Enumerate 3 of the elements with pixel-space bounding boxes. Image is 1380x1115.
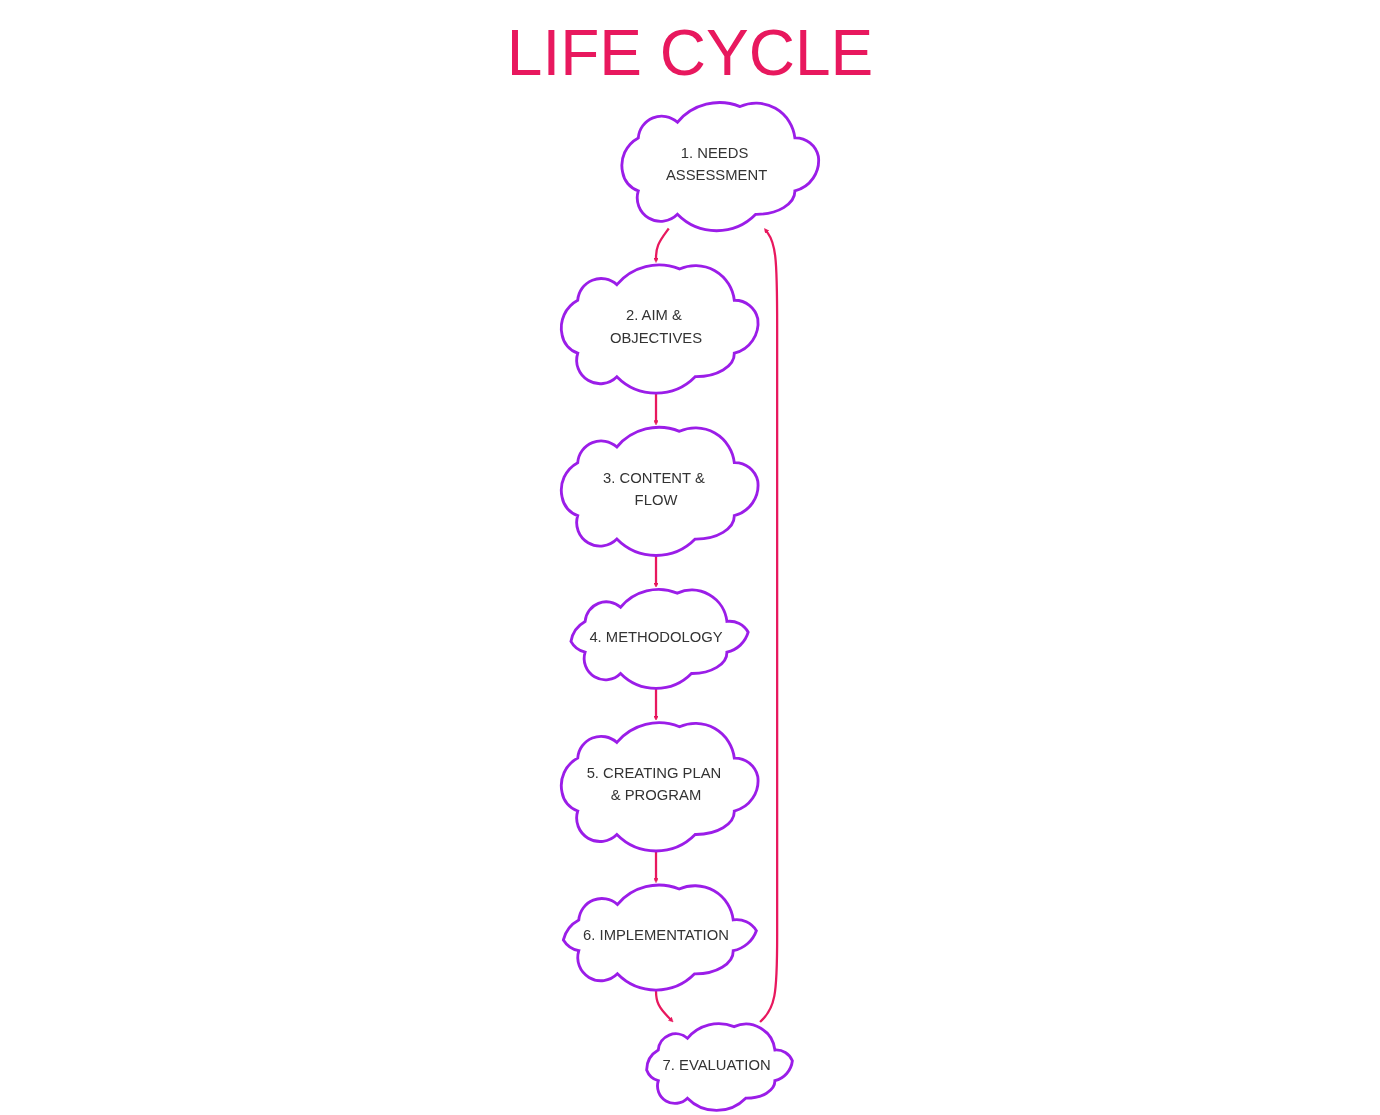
diagram-title: LIFE CYCLE [506, 16, 874, 90]
arrow [653, 227, 670, 263]
arrow [759, 228, 779, 1023]
